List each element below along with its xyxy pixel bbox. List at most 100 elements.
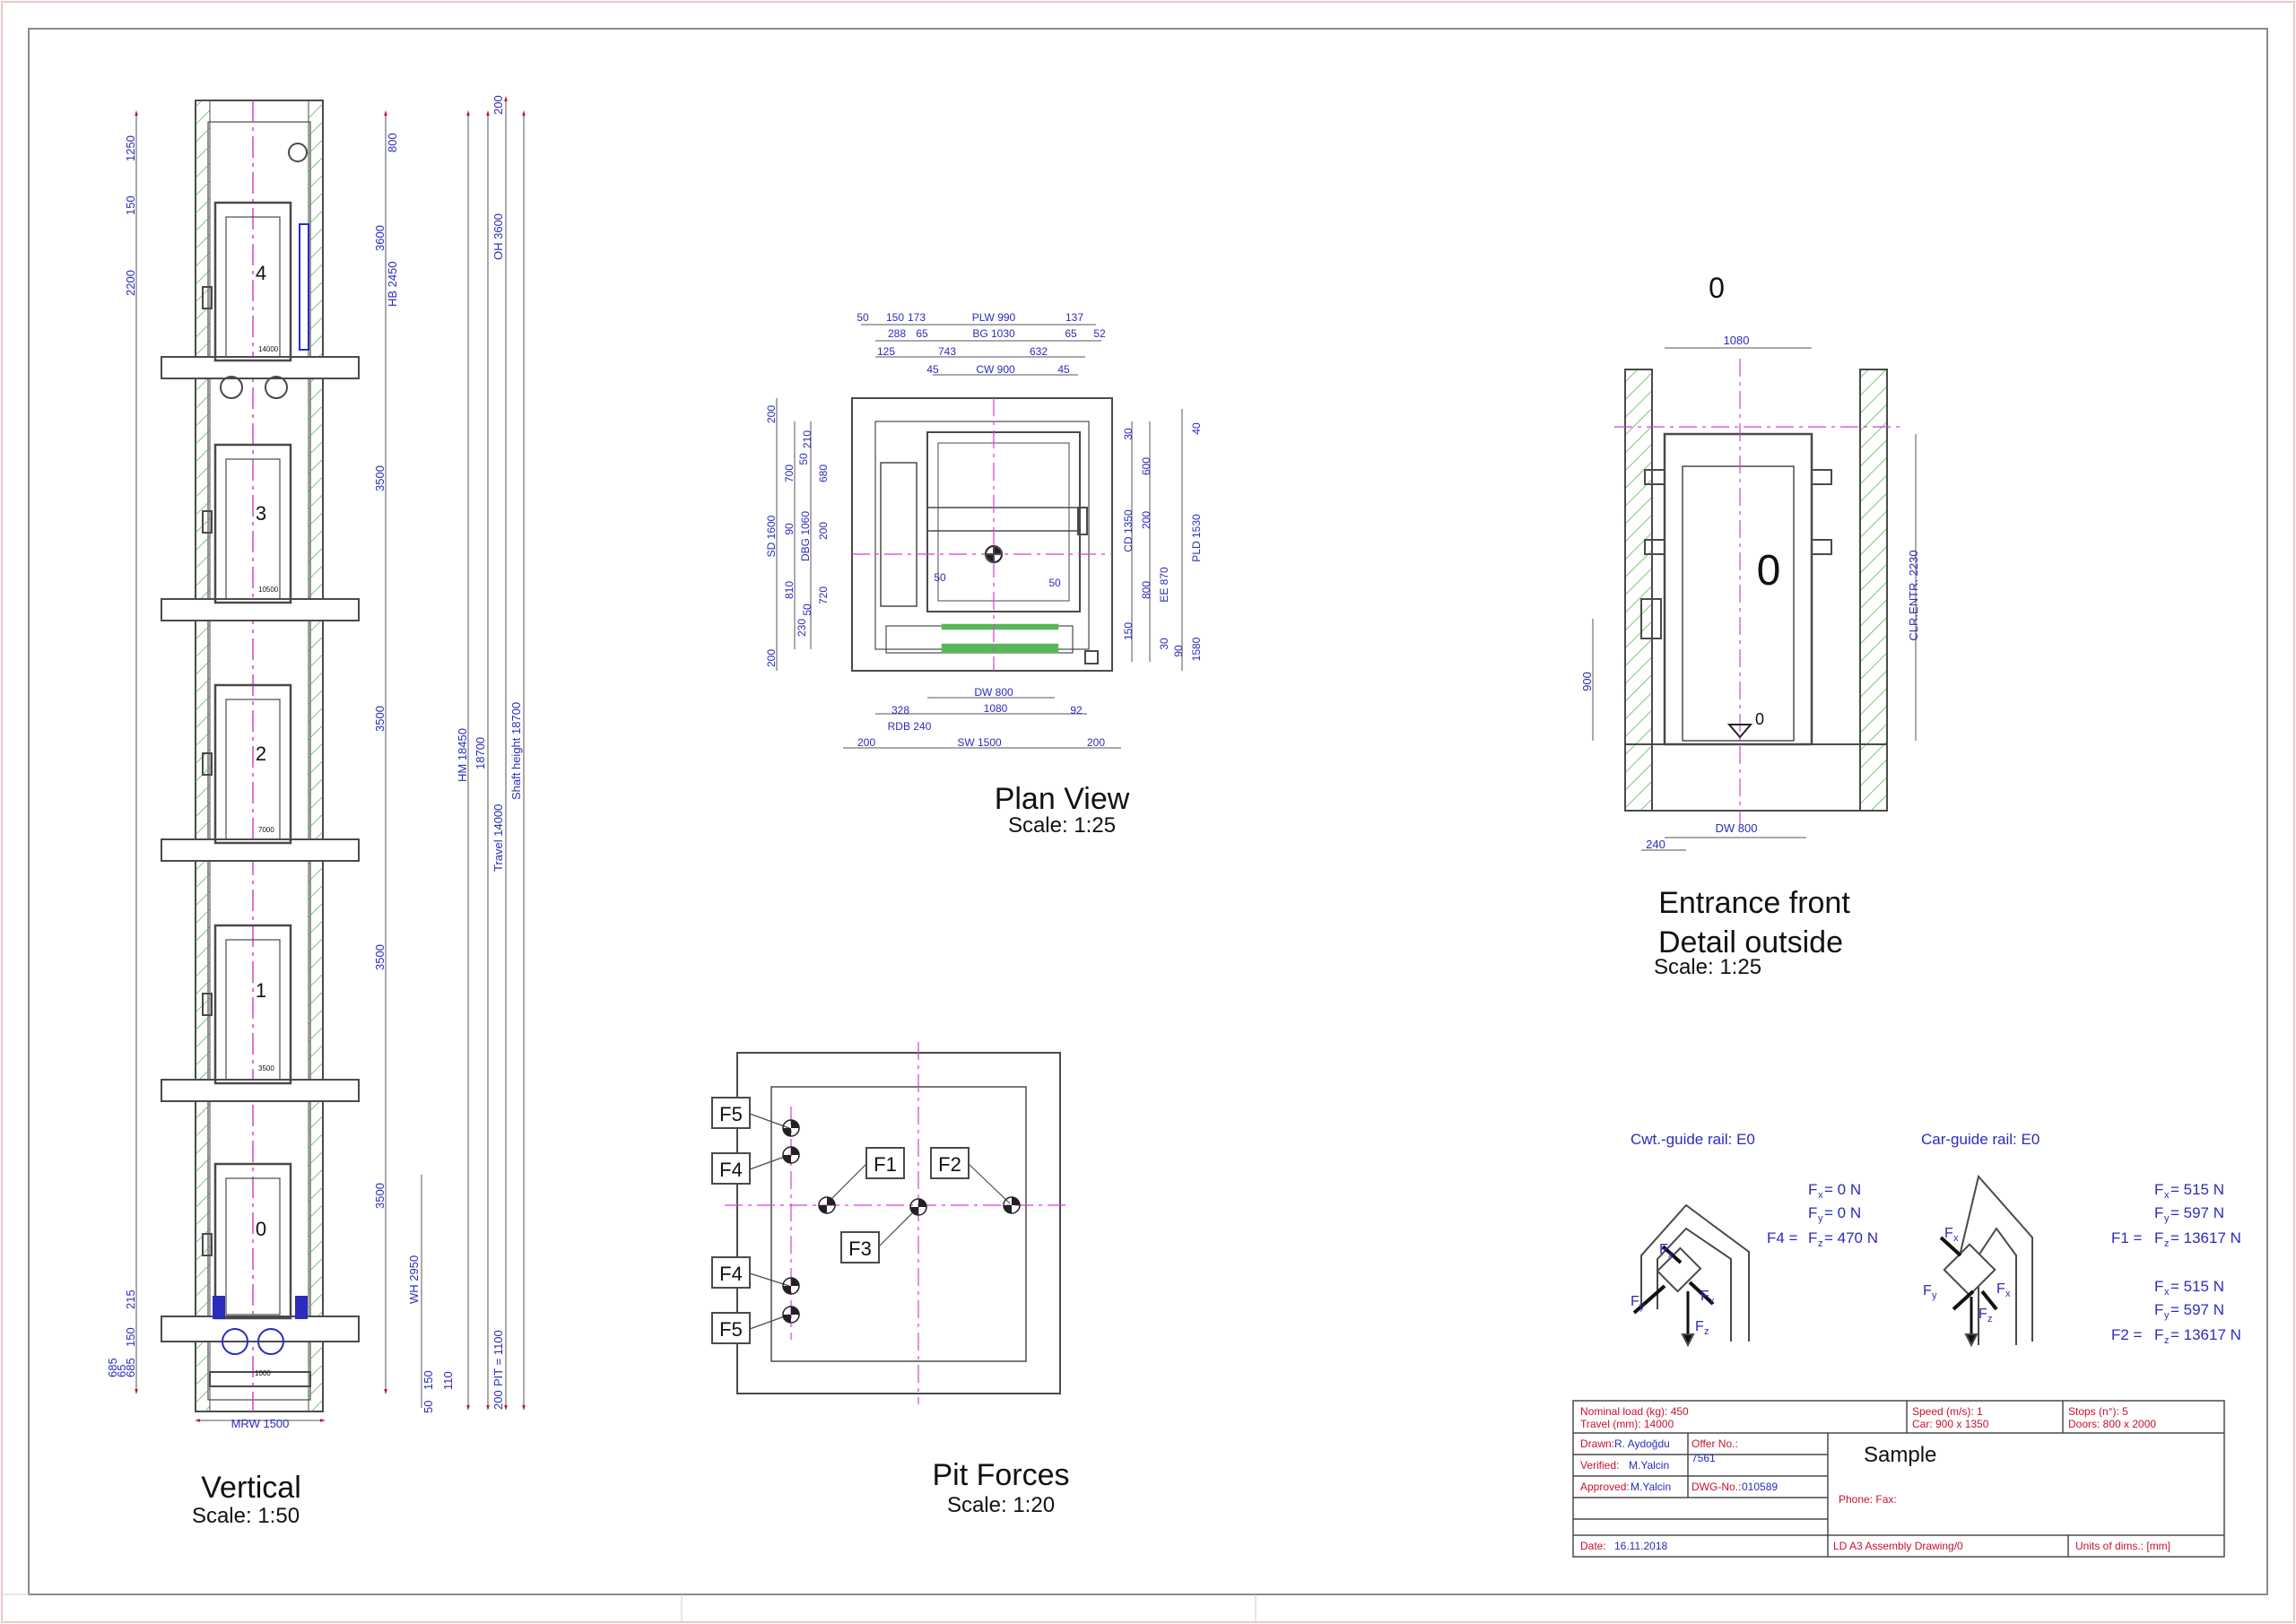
svg-text:= 597 N: = 597 N <box>2170 1301 2224 1318</box>
floor-label-2: 2 <box>256 743 266 765</box>
svg-text:50: 50 <box>857 311 869 324</box>
travel-value: Travel (mm): 14000 <box>1580 1418 1674 1430</box>
svg-text:600: 600 <box>1140 457 1152 475</box>
svg-text:3500: 3500 <box>258 1064 274 1073</box>
svg-text:30: 30 <box>1158 638 1170 650</box>
svg-text:40: 40 <box>1190 422 1203 435</box>
svg-text:16.11.2018: 16.11.2018 <box>1614 1540 1667 1552</box>
plan-dimension-lines <box>776 324 1183 749</box>
svg-text:F1 =: F1 = <box>2111 1229 2143 1246</box>
svg-text:RDB 240: RDB 240 <box>888 720 932 733</box>
svg-text:110: 110 <box>441 1371 455 1390</box>
pit-scale: Scale: 1:20 <box>947 1493 1055 1517</box>
svg-text:OH 3600: OH 3600 <box>491 213 505 260</box>
svg-text:F4: F4 <box>719 1159 743 1181</box>
svg-text:200: 200 <box>1087 736 1105 749</box>
svg-text:200: 200 <box>491 1390 505 1410</box>
plan-view <box>851 397 1113 672</box>
svg-text:PIT = 1100: PIT = 1100 <box>491 1330 505 1386</box>
svg-text:= 0 N: = 0 N <box>1824 1181 1861 1198</box>
project-name: Sample <box>1864 1443 1936 1467</box>
svg-text:137: 137 <box>1065 311 1083 324</box>
svg-text:3500: 3500 <box>373 465 387 491</box>
svg-text:= 515 N: = 515 N <box>2170 1181 2224 1198</box>
svg-text:z: z <box>1704 1326 1709 1337</box>
svg-text:F: F <box>1700 1289 1709 1304</box>
svg-text:F: F <box>1944 1226 1953 1241</box>
svg-text:= 597 N: = 597 N <box>2170 1204 2224 1221</box>
svg-text:150: 150 <box>124 195 137 215</box>
svg-text:F5: F5 <box>719 1103 743 1125</box>
speed-value: Speed (m/s): 1 <box>1912 1405 1983 1418</box>
svg-text:65: 65 <box>916 327 928 340</box>
svg-text:= 470 N: = 470 N <box>1824 1229 1878 1246</box>
svg-text:= 13617 N: = 13617 N <box>2170 1229 2241 1246</box>
svg-text:700: 700 <box>783 465 796 482</box>
svg-text:200: 200 <box>765 649 778 667</box>
svg-text:PLW 990: PLW 990 <box>972 311 1016 324</box>
car-rail-title: Car-guide rail: E0 <box>1921 1131 2039 1148</box>
svg-text:x: x <box>1709 1296 1715 1307</box>
svg-text:Travel 14000: Travel 14000 <box>491 804 505 872</box>
svg-text:F: F <box>1808 1204 1817 1221</box>
stops-value: Stops (n°): 5 <box>2068 1405 2128 1418</box>
svg-text:Offer No.:: Offer No.: <box>1692 1437 1738 1450</box>
svg-text:F: F <box>1659 1242 1668 1257</box>
floor-label-0: 0 <box>256 1218 266 1240</box>
svg-text:720: 720 <box>817 586 830 604</box>
svg-text:LD A3 Assembly Drawing/0: LD A3 Assembly Drawing/0 <box>1833 1540 1963 1552</box>
vertical-section <box>161 100 360 1412</box>
svg-text:PLD 1530: PLD 1530 <box>1190 514 1203 562</box>
entrance-sill-label: 0 <box>1755 710 1764 728</box>
svg-text:F: F <box>1631 1294 1639 1309</box>
svg-text:F2: F2 <box>938 1153 961 1176</box>
floor-label-1: 1 <box>256 979 266 1002</box>
svg-text:z: z <box>1987 1314 1993 1324</box>
car-size: Car: 900 x 1350 <box>1912 1418 1989 1430</box>
svg-text:200: 200 <box>491 95 505 115</box>
svg-text:10500: 10500 <box>258 586 279 594</box>
svg-text:685: 685 <box>106 1358 119 1377</box>
title-block <box>1572 1400 2225 1558</box>
cwt-rail-title: Cwt.-guide rail: E0 <box>1631 1131 1755 1148</box>
svg-text:M.Yalcin: M.Yalcin <box>1629 1459 1669 1472</box>
svg-text:2200: 2200 <box>124 270 137 296</box>
entrance-bottom-dim1: 240 <box>1646 838 1665 851</box>
svg-text:150: 150 <box>124 1327 137 1347</box>
nominal-load: Nominal load (kg): 450 <box>1580 1405 1689 1418</box>
svg-text:14000: 14000 <box>258 345 279 353</box>
mrw-dimension: MRW 1500 <box>231 1417 290 1430</box>
doors-value: Doors: 800 x 2000 <box>2068 1418 2156 1430</box>
entrance-door-label: 0 <box>1757 547 1781 595</box>
svg-text:z: z <box>1818 1238 1823 1249</box>
svg-text:z: z <box>2164 1238 2170 1249</box>
entrance-bottom-dim2: DW 800 <box>1716 821 1758 835</box>
plan-side-dimension-texts: 200 SD 1600 700 50 210 680 90 DBG 1060 2… <box>765 405 1203 667</box>
svg-text:F: F <box>2154 1326 2163 1343</box>
svg-text:1250: 1250 <box>124 135 137 161</box>
svg-text:50: 50 <box>422 1401 435 1413</box>
svg-text:z: z <box>2164 1335 2170 1346</box>
svg-text:HM 18450: HM 18450 <box>456 728 469 782</box>
svg-text:200: 200 <box>1140 511 1152 529</box>
rail-diagram-labels: F x F y F x F z F x F y F x F z <box>1631 1226 2011 1337</box>
svg-text:200: 200 <box>765 405 778 423</box>
svg-text:F: F <box>1808 1181 1817 1198</box>
svg-text:SW 1500: SW 1500 <box>957 736 1002 749</box>
svg-text:F2 =: F2 = <box>2111 1326 2143 1343</box>
cwt-force-values: F x = 0 N F y = 0 N F4 = F z = 470 N <box>1767 1181 1878 1249</box>
svg-text:Date:: Date: <box>1580 1540 1606 1552</box>
svg-text:Approved:: Approved: <box>1580 1481 1630 1493</box>
svg-text:DBG 1060: DBG 1060 <box>799 511 812 561</box>
svg-text:1000: 1000 <box>255 1369 271 1377</box>
svg-text:200: 200 <box>857 736 875 749</box>
svg-text:F4: F4 <box>719 1263 743 1285</box>
entrance-clr-dim: CLR.ENTR. 2230 <box>1907 550 1920 640</box>
svg-text:125: 125 <box>877 345 895 358</box>
entrance-width-dim: 1080 <box>1724 334 1750 347</box>
car-rail-diagram <box>1939 1174 2033 1348</box>
svg-text:CD 1350: CD 1350 <box>1122 509 1135 552</box>
svg-text:Units of dims.: [mm]: Units of dims.: [mm] <box>2075 1540 2170 1552</box>
svg-text:EE 870: EE 870 <box>1158 567 1170 603</box>
svg-text:810: 810 <box>783 581 796 599</box>
